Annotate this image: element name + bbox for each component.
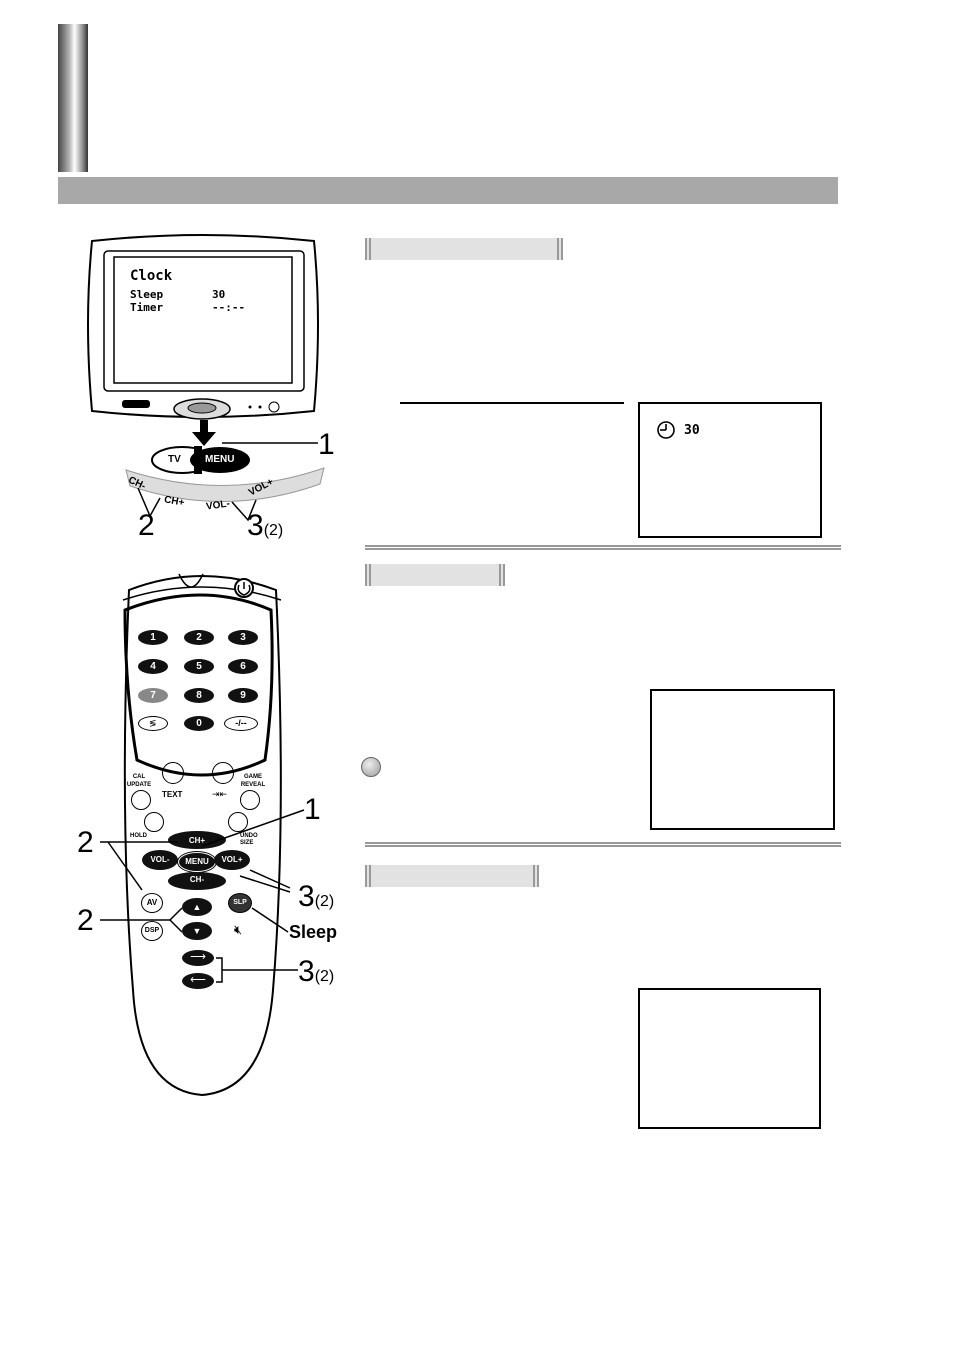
arrow-down-icon (192, 420, 216, 446)
undo-size-label: UNDO SIZE (240, 833, 258, 846)
tv-screen-title: Clock (130, 268, 173, 284)
note-bullet (361, 757, 381, 777)
tv-screen-timer-label: Timer (130, 301, 164, 314)
digit-label: 6 (240, 661, 246, 672)
remote-callout-1: 1 (304, 793, 321, 826)
remote-callout-2a: 2 (77, 826, 94, 859)
game-reveal-label: GAME REVEAL (240, 774, 266, 788)
clock-icon (657, 421, 675, 439)
remote-button-5[interactable]: 5 (184, 659, 214, 674)
dsp-label: DSP (144, 927, 160, 934)
recall-icon: ≶ (149, 718, 157, 728)
page-forward-button[interactable]: ⟶ (182, 950, 214, 966)
remote-callout-3b: 3(2) (298, 955, 335, 988)
vol-minus-label: VOL- (150, 855, 170, 864)
remote-callout-3a: 3(2) (298, 880, 335, 913)
osd-box-2 (650, 689, 835, 830)
slp-label: SLP (233, 899, 247, 906)
text-button[interactable] (162, 762, 184, 784)
remote-button-2[interactable]: 2 (184, 630, 214, 645)
tv-callout-3: 3(2) (247, 509, 284, 542)
hold-button[interactable] (144, 812, 164, 832)
remote-button-9[interactable]: 9 (228, 688, 258, 703)
digit-label: 9 (240, 690, 246, 701)
mix-button[interactable] (212, 762, 234, 784)
digit-label: 7 (150, 690, 156, 701)
tv-button-menu[interactable]: MENU (205, 454, 235, 465)
tv-screen-sleep-label: Sleep (130, 288, 164, 301)
mix-icon: ⇥⇤ (212, 789, 228, 799)
digit-label: 1 (150, 632, 156, 643)
dash-button[interactable]: -/-- (224, 716, 258, 731)
mute-button[interactable]: 🔇︎ (230, 922, 250, 942)
slp-button[interactable]: SLP (228, 893, 252, 913)
tv-callout-2: 2 (138, 509, 155, 542)
digit-label: 2 (196, 632, 202, 643)
osd-sleep-box: 30 (638, 402, 822, 538)
sleep-callout: Sleep (289, 922, 338, 942)
vol-plus-label: VOL+ (221, 855, 243, 864)
down-arrow-button[interactable]: ▼ (182, 922, 212, 940)
ch-plus-label: CH+ (188, 836, 206, 845)
section-tab-1 (365, 238, 563, 260)
remote-button-4[interactable]: 4 (138, 659, 168, 674)
av-label: AV (146, 898, 158, 907)
section-tab-3 (365, 865, 539, 887)
game-reveal-button[interactable] (240, 790, 260, 810)
recall-button[interactable]: ≶ (138, 716, 168, 731)
osd-box-3 (638, 988, 821, 1129)
digit-label: 3 (240, 632, 246, 643)
remote-button-7[interactable]: 7 (138, 688, 168, 703)
digit-label: 5 (196, 661, 202, 672)
callout-line (222, 442, 318, 444)
menu-label: MENU (185, 857, 209, 866)
chapter-bar (58, 24, 88, 172)
up-arrow-button[interactable]: ▲ (182, 898, 212, 916)
nav-vol-plus-button[interactable]: VOL+ (214, 850, 250, 870)
ch-minus-label: CH- (189, 875, 205, 884)
nav-ch-minus-button[interactable]: CH- (168, 872, 226, 890)
divider (365, 842, 841, 847)
nav-ch-plus-button[interactable]: CH+ (168, 831, 226, 849)
dash-label: -/-- (235, 718, 247, 728)
remote-button-3[interactable]: 3 (228, 630, 258, 645)
remote-button-0[interactable]: 0 (184, 716, 214, 731)
mute-icon: 🔇︎ (234, 922, 243, 937)
header-band (58, 177, 838, 204)
remote-button-1[interactable]: 1 (138, 630, 168, 645)
av-button[interactable]: AV (141, 893, 163, 913)
section-tab-2 (365, 564, 505, 586)
tv-screen-sleep-value: 30 (212, 288, 226, 301)
remote-button-8[interactable]: 8 (184, 688, 214, 703)
digit-label: 8 (196, 690, 202, 701)
dsp-button[interactable]: DSP (141, 921, 163, 941)
tv-illustration: Clock Sleep 30 Timer --:-- (84, 233, 322, 423)
digit-label: 0 (196, 718, 202, 729)
remote-button-6[interactable]: 6 (228, 659, 258, 674)
nav-vol-minus-button[interactable]: VOL- (142, 850, 178, 870)
sleep-value: 30 (684, 423, 700, 438)
remote-callout-lines (100, 809, 305, 983)
undo-size-button[interactable] (228, 812, 248, 832)
divider (365, 545, 841, 550)
power-icon[interactable] (235, 579, 253, 597)
tv-screen-timer-value: --:-- (212, 301, 246, 314)
down-arrow-icon: ▼ (192, 926, 202, 936)
up-arrow-icon: ▲ (192, 902, 202, 912)
cal-update-button[interactable] (131, 790, 151, 810)
tv-control-panel: TV MENU CH- CH+ VOL- VOL+ (120, 440, 330, 530)
back-arrow-icon: ⟵ (190, 974, 206, 986)
cal-update-label: CAL UPDATE (126, 774, 152, 788)
page-back-button[interactable]: ⟵ (182, 973, 214, 989)
remote-callout-2b: 2 (77, 904, 94, 937)
tv-button-tv[interactable]: TV (168, 454, 181, 465)
forward-arrow-icon: ⟶ (190, 951, 206, 963)
tv-callout-1: 1 (318, 428, 335, 461)
digit-label: 4 (150, 661, 156, 672)
text-label: TEXT (162, 790, 183, 799)
underline (400, 402, 624, 404)
hold-label: HOLD (130, 833, 147, 839)
